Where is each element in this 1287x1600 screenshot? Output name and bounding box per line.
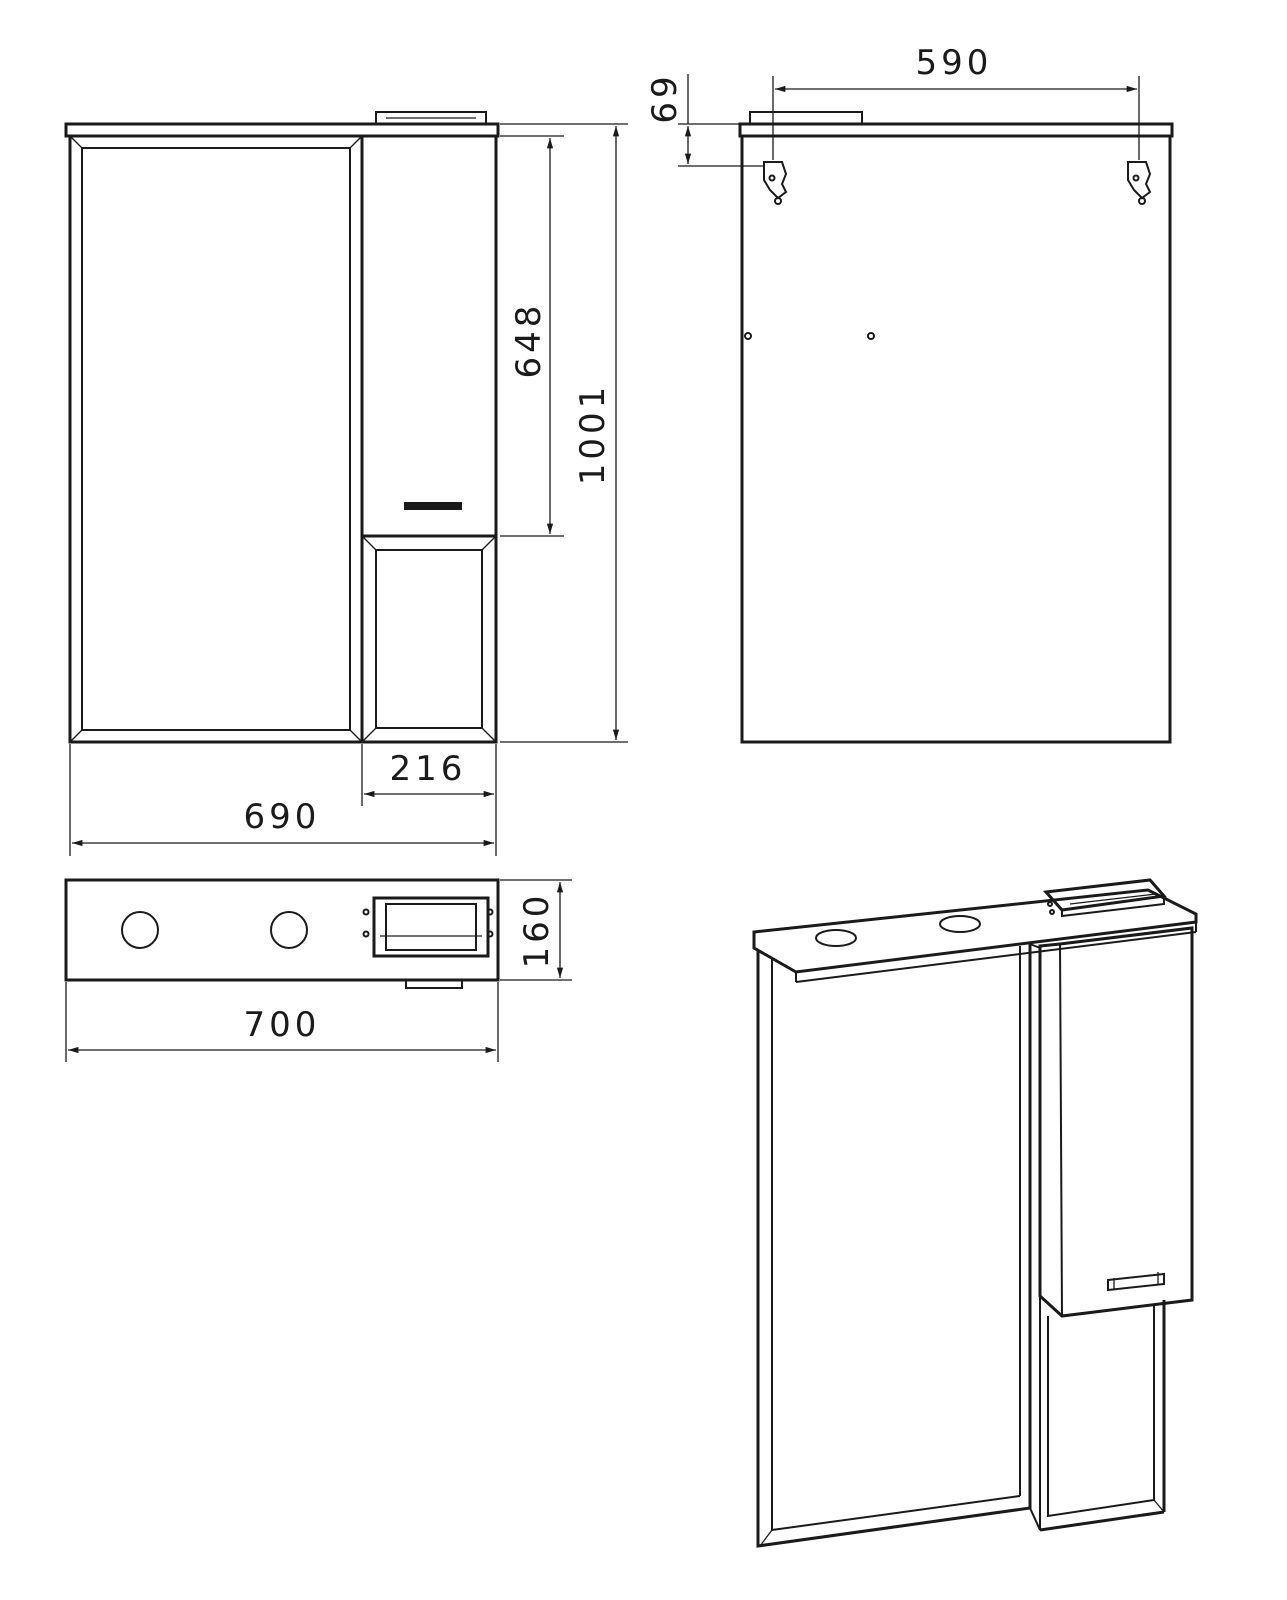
isometric-view xyxy=(752,878,1198,1548)
dim-total-height: 1001 xyxy=(573,383,613,486)
hanger-right xyxy=(1127,161,1152,205)
front-door-handle xyxy=(404,502,462,510)
top-lamp-hole xyxy=(270,911,308,949)
front-cabinet-door xyxy=(360,134,498,538)
top-view xyxy=(64,878,500,989)
dim-hanger-offset: 69 xyxy=(645,72,685,123)
hanger-left xyxy=(763,161,788,205)
iso-lamp-hole xyxy=(815,929,857,947)
iso-lamp-hole xyxy=(939,915,981,933)
back-hole xyxy=(744,332,752,340)
iso-mirror-frame xyxy=(756,944,1032,1548)
iso-cabinet xyxy=(1038,926,1194,1318)
back-top-board xyxy=(738,122,1174,138)
front-mirror-glass xyxy=(81,147,351,731)
front-dimensions: 648 1001 216 690 xyxy=(69,123,628,856)
dim-front-width: 690 xyxy=(244,797,321,837)
top-lamp-hole xyxy=(121,911,159,949)
front-open-shelf xyxy=(360,534,498,744)
back-light-fixture xyxy=(749,111,863,125)
top-handle-plan xyxy=(405,979,463,989)
top-dimensions: 160 700 xyxy=(65,879,572,1062)
iso-open-shelf xyxy=(1047,1306,1155,1518)
dim-cabinet-height: 648 xyxy=(509,302,549,379)
back-panel xyxy=(740,134,1172,744)
dim-depth: 160 xyxy=(517,892,557,969)
back-dimensions: 590 69 xyxy=(645,43,1140,167)
front-top-board xyxy=(64,122,500,138)
iso-door-handle xyxy=(1107,1272,1165,1292)
back-hole xyxy=(867,332,875,340)
dim-hanger-spacing: 590 xyxy=(916,43,993,83)
front-view xyxy=(64,111,500,744)
front-light-fixture xyxy=(375,111,487,125)
top-light-fixture xyxy=(372,896,490,958)
dim-shelf-width: 216 xyxy=(390,749,467,789)
dim-top-width: 700 xyxy=(244,1005,321,1045)
front-mirror-frame xyxy=(68,134,364,744)
back-view xyxy=(738,111,1174,744)
top-board-plan xyxy=(64,878,500,982)
